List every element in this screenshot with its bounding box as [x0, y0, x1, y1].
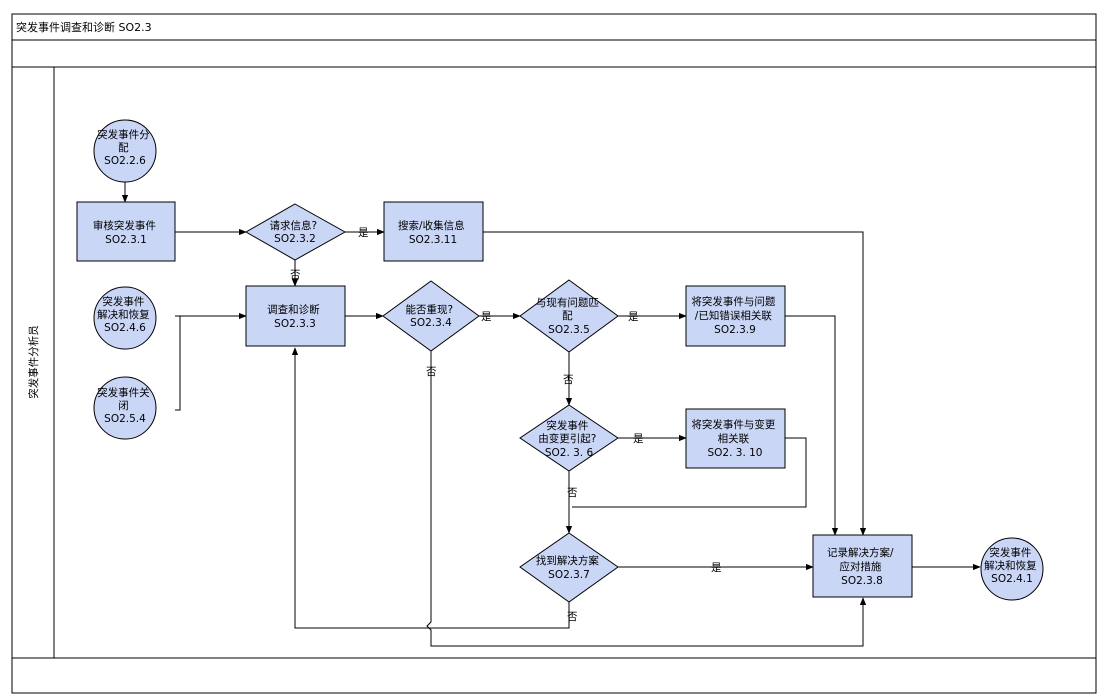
- edge-label-n9-no: 否: [563, 374, 574, 386]
- svg-text:突发事件 由变更引起? SO2. 3: 突发事件 由变更引起? SO2. 3. 6: [538, 419, 599, 459]
- svg-text:记录解决方案/ 应对措施 SO2.3: 记录解决方案/ 应对措施 SO2.3.8: [827, 546, 897, 587]
- edge-label-n13-no: 否: [567, 611, 578, 623]
- node-link-to-change[interactable]: 将突发事件与变更 相关联 SO2. 3. 10: [685, 408, 786, 469]
- svg-text:与现有问题匹 配 SO2.3.5: 与现有问题匹 配 SO2.3.5: [536, 296, 602, 336]
- svg-text:审核突发事件 SO2.3.1: 审核突发事件 SO2.3.1: [93, 219, 159, 246]
- node-link-to-problem[interactable]: 将突发事件与问题 /已知错误相关联 SO2.3.9: [685, 285, 786, 347]
- svg-text:请求信息? SO2.3.2: 请求信息? SO2.3.2: [270, 219, 321, 245]
- svg-text:突发事件分 配 SO2.2.6: 突发事件分 配 SO2.2.6: [97, 128, 153, 167]
- decision-caused-by-change[interactable]: 突发事件 由变更引起? SO2. 3. 6: [519, 404, 619, 472]
- node-investigate-diagnose[interactable]: 调查和诊断 SO2.3.3: [245, 285, 346, 347]
- node-incident-assignment[interactable]: 突发事件分 配 SO2.2.6: [93, 119, 157, 183]
- svg-text:找到解决方案 SO2.3.7: 找到解决方案 SO2.3.7: [536, 554, 602, 581]
- node-review-incident[interactable]: 审核突发事件 SO2.3.1: [76, 201, 176, 262]
- svg-text:能否重现? SO2.3.4: 能否重现? SO2.3.4: [406, 303, 457, 329]
- node-incident-closure[interactable]: 突发事件关 闭 SO2.5.4: [93, 376, 157, 440]
- edge-label-n11-yes: 是: [633, 433, 644, 445]
- edge-label-n13-yes: 是: [711, 562, 722, 574]
- edge-n4-n14: [483, 231, 867, 536]
- decision-match-existing-problem[interactable]: 与现有问题匹 配 SO2.3.5: [519, 279, 619, 353]
- node-search-collect-info[interactable]: 搜索/收集信息 SO2.3.11: [383, 201, 484, 262]
- svg-text:突发事件 解决和恢复 SO2.4.1: 突发事件 解决和恢复 SO2.4.1: [984, 546, 1040, 585]
- svg-text:将突发事件与问题 /已知错误相关联: 将突发事件与问题 /已知错误相关联 SO2.3.9: [691, 295, 778, 336]
- edge-label-n11-no: 否: [567, 487, 578, 499]
- svg-text:将突发事件与变更 相关联 SO2.: 将突发事件与变更 相关联 SO2. 3. 10: [691, 418, 778, 459]
- svg-text:调查和诊断 SO2.3.3: 调查和诊断 SO2.3.3: [267, 303, 323, 330]
- connectors: [121, 182, 981, 647]
- edge-n10-n14: [785, 315, 839, 536]
- svg-text:搜索/收集信息 SO2.3.11: 搜索/收集信息 SO2.3.11: [398, 219, 468, 246]
- swimlane-label: 突发事件分析员: [27, 325, 40, 399]
- edge-label-n3-no: 否: [290, 269, 301, 281]
- edge-n8-n14: [426, 350, 867, 647]
- edge-n12-merge: [572, 437, 807, 508]
- edge-label-n8-no: 否: [426, 366, 437, 378]
- edge-label-n3-yes: 是: [358, 227, 369, 239]
- edge-n13-n7: [291, 347, 570, 629]
- diagram-title: 突发事件调查和诊断 SO2.3: [16, 20, 152, 34]
- edge-n6-n7: [175, 316, 181, 411]
- decision-found-solution[interactable]: 找到解决方案 SO2.3.7: [519, 532, 619, 603]
- node-record-solution[interactable]: 记录解决方案/ 应对措施 SO2.3.8: [812, 534, 913, 598]
- decision-reproducible[interactable]: 能否重现? SO2.3.4: [382, 280, 480, 352]
- svg-text:突发事件 解决和恢复 SO2.4.6: 突发事件 解决和恢复 SO2.4.6: [97, 295, 153, 334]
- edge-label-n9-yes: 是: [628, 311, 639, 323]
- edge-labels: 是 否 是 否 是 否 是 否 是 否: [290, 227, 722, 623]
- node-incident-resolution-recovery-241[interactable]: 突发事件 解决和恢复 SO2.4.1: [980, 537, 1044, 601]
- svg-text:突发事件关 闭 SO2.5.4: 突发事件关 闭 SO2.5.4: [97, 386, 153, 425]
- node-incident-resolution-recovery-246[interactable]: 突发事件 解决和恢复 SO2.4.6: [93, 286, 157, 350]
- decision-request-info[interactable]: 请求信息? SO2.3.2: [244, 203, 347, 261]
- edge-label-n8-yes: 是: [481, 311, 492, 323]
